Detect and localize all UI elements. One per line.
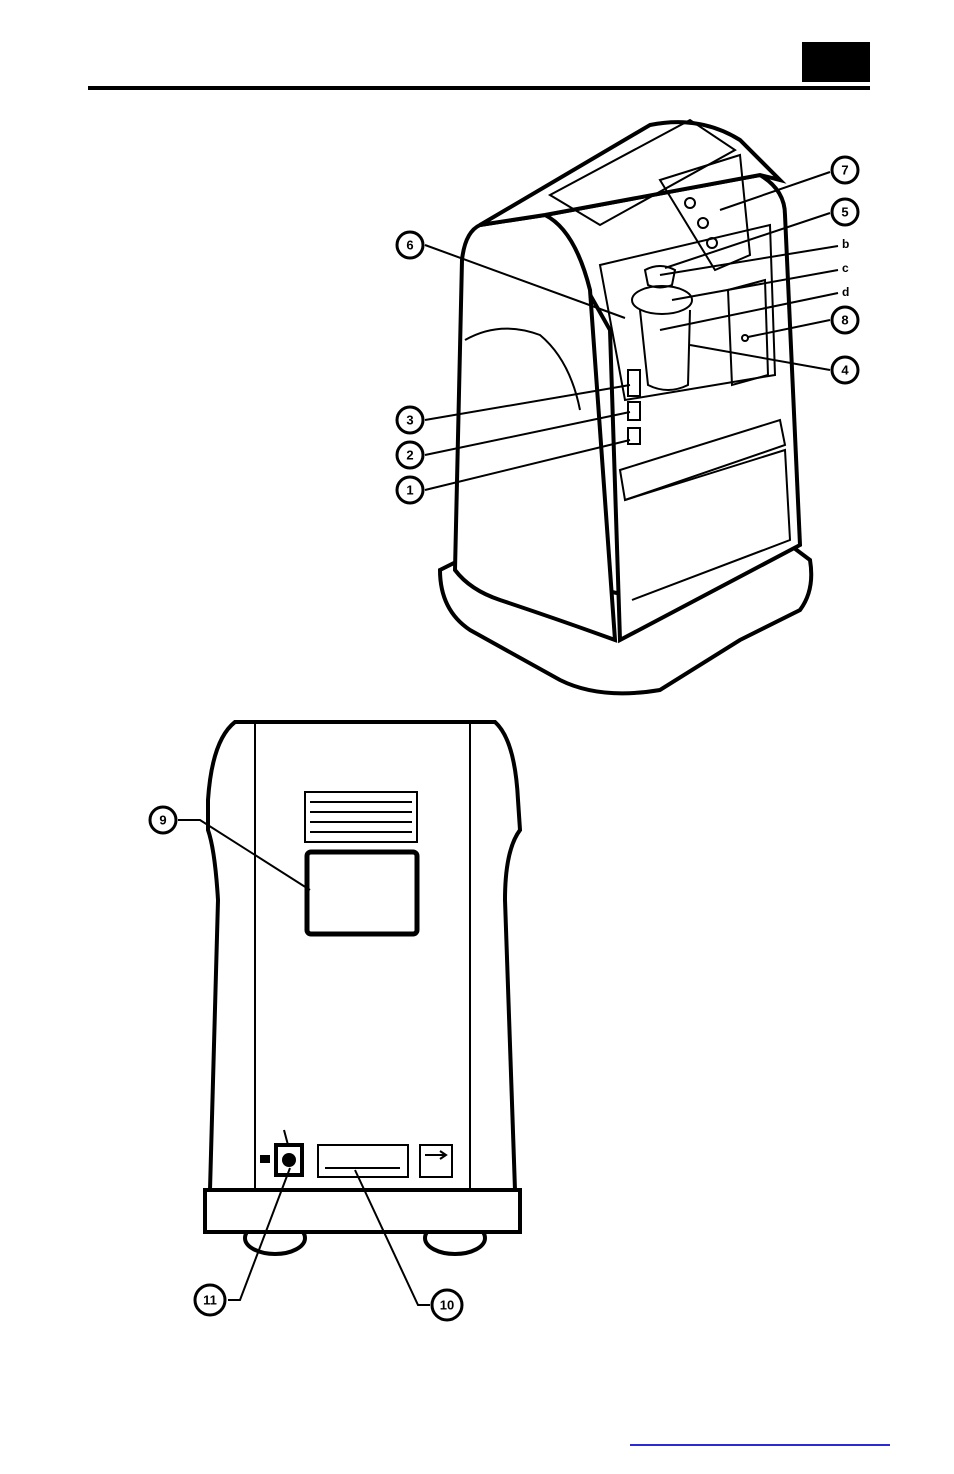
sub-label-b: b xyxy=(842,237,849,251)
svg-text:8: 8 xyxy=(841,313,848,328)
callout-1: 1 xyxy=(397,477,423,503)
callout-8: 8 xyxy=(832,307,858,333)
callout-7: 7 xyxy=(832,157,858,183)
callout-10: 10 xyxy=(432,1290,462,1320)
callout-5: 5 xyxy=(832,199,858,225)
svg-text:6: 6 xyxy=(406,238,413,253)
callout-9: 9 xyxy=(150,807,176,833)
callout-3: 3 xyxy=(397,407,423,433)
svg-text:11: 11 xyxy=(203,1293,217,1308)
svg-text:2: 2 xyxy=(406,448,413,463)
front-view-unit xyxy=(440,120,811,693)
sub-label-d: d xyxy=(842,285,849,299)
callout-2: 2 xyxy=(397,442,423,468)
sub-label-c: c xyxy=(842,261,849,275)
svg-text:7: 7 xyxy=(841,163,848,178)
svg-text:3: 3 xyxy=(406,413,413,428)
callout-6: 6 xyxy=(397,232,423,258)
svg-text:9: 9 xyxy=(159,813,166,828)
svg-text:4: 4 xyxy=(841,363,849,378)
callout-4: 4 xyxy=(832,357,858,383)
footer-link-underline[interactable] xyxy=(630,1444,890,1446)
svg-text:5: 5 xyxy=(841,205,848,220)
rear-view-unit xyxy=(205,722,520,1254)
callout-11: 11 xyxy=(195,1285,225,1315)
svg-text:10: 10 xyxy=(440,1298,454,1313)
svg-text:1: 1 xyxy=(406,483,413,498)
